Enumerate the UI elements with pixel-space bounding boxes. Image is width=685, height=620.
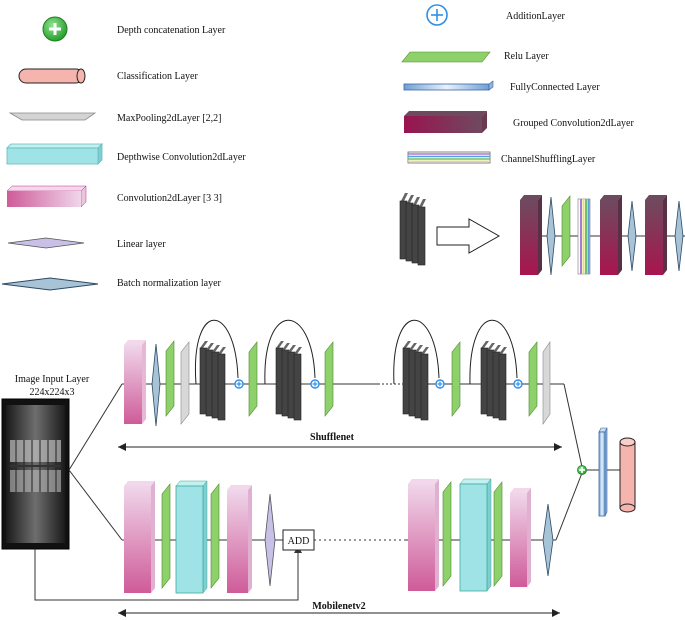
shuffle-add-4 (513, 379, 523, 389)
fully-connected-icon (403, 83, 490, 91)
mobilenet-relu-2 (210, 483, 220, 589)
shuffle-relu-3 (451, 341, 461, 417)
input-title: Image Input Layer (15, 374, 90, 385)
expand-arrow-icon (436, 218, 501, 254)
shuffle-relu-1 (248, 341, 258, 417)
add-block: ADD (282, 529, 315, 551)
legend-fully-connected: FullyConnected Layer (403, 80, 600, 93)
mobilenet-batchnorm (542, 503, 554, 577)
legend-depth-concat-label: Depth concatenation Layer (117, 25, 226, 36)
legend-classification-label: Classification Layer (117, 71, 198, 82)
shufflenet-maxpool (180, 341, 190, 425)
grouped-conv-icon (404, 116, 482, 133)
shuffle-relu-4 (528, 341, 538, 417)
skip-arc-1 (194, 319, 239, 385)
legend-classification: Classification Layer (18, 68, 198, 84)
shufflenet-batchnorm (151, 343, 161, 427)
mobilenet-depthwise-1 (175, 480, 208, 594)
shuffle-add-2 (310, 379, 320, 389)
shufflenet-label: Shufflenet (310, 432, 355, 443)
shuffle-relu-2 (324, 341, 334, 417)
shuffle-unit-2-stack (275, 341, 302, 421)
legend-depthwise: Depthwise Convolution2dLayer (6, 143, 246, 165)
mobilenet-depthwise-2 (459, 478, 492, 592)
channel-shuffle-icon (407, 151, 491, 164)
input-xray-image (1, 398, 70, 550)
legend-fully-connected-label: FullyConnected Layer (510, 82, 600, 93)
legend-relu: Relu Layer (401, 51, 549, 63)
legend-addition-label: AdditionLayer (506, 11, 566, 22)
legend-relu-label: Relu Layer (504, 51, 549, 62)
legend-grouped-conv: Grouped Convolution2dLayer (404, 111, 634, 133)
mobilenet-conv-2 (227, 485, 252, 593)
legend-linear: Linear layer (7, 237, 166, 250)
relu-icon (401, 51, 491, 63)
mobilenet-relu-1 (161, 483, 171, 589)
depth-concat-node (577, 465, 587, 475)
dark-stack-explainer (399, 193, 426, 266)
skip-arc-2 (264, 319, 316, 385)
legend-channel-shuffle: ChannelShufflingLayer (407, 151, 596, 165)
skip-arc-3 (393, 319, 440, 385)
legend-linear-label: Linear layer (117, 239, 166, 250)
legend-addition: AdditionLayer (426, 4, 566, 26)
legend-depth-concat: Depth concatenation Layer (42, 16, 226, 42)
shuffle-add-3 (435, 379, 445, 389)
legend-conv2d-label: Convolution2dLayer [3 3] (117, 193, 222, 204)
shuffle-unit-expanded (520, 195, 685, 276)
shufflenet-relu (165, 340, 175, 417)
conv2d-icon (7, 191, 81, 207)
input-size: 224x224x3 (30, 387, 75, 398)
add-label: ADD (288, 536, 310, 547)
shufflenet-conv-block (124, 340, 146, 424)
legend-channel-shuffle-label: ChannelShufflingLayer (501, 154, 596, 165)
batchnorm-icon (1, 277, 99, 291)
mobilenet-conv-3 (408, 479, 439, 591)
shuffle-add-1 (234, 379, 244, 389)
mobilenet-linear-1 (264, 493, 276, 587)
shuffle-unit-4-stack (480, 341, 507, 421)
mobilenet-relu-3 (442, 481, 452, 587)
linear-icon (7, 237, 85, 249)
mobilenet-relu-4 (493, 481, 503, 587)
legend-grouped-conv-label: Grouped Convolution2dLayer (513, 118, 634, 129)
classification-icon (18, 68, 84, 84)
fully-connected-layer (598, 427, 608, 517)
shuffle-maxpool-end (542, 341, 551, 425)
maxpool-icon (8, 112, 97, 121)
legend-conv2d: Convolution2dLayer [3 3] (6, 185, 222, 208)
mobilenet-label: Mobilenetv2 (312, 601, 365, 612)
classification-layer (619, 437, 636, 513)
legend-maxpool: MaxPooling2dLayer [2,2] (8, 112, 221, 124)
mobilenet-conv-1 (124, 481, 155, 593)
shuffle-unit-1-stack (199, 341, 226, 421)
mobilenet-conv-4 (510, 488, 531, 587)
legend-maxpool-label: MaxPooling2dLayer [2,2] (117, 113, 221, 124)
legend-depthwise-label: Depthwise Convolution2dLayer (117, 152, 246, 163)
legend-batchnorm: Batch normalization layer (1, 277, 222, 291)
depthwise-conv-icon (6, 147, 99, 165)
legend-batchnorm-label: Batch normalization layer (117, 278, 222, 289)
shuffle-unit-3-stack (402, 341, 429, 421)
skip-arc-4 (469, 319, 518, 385)
